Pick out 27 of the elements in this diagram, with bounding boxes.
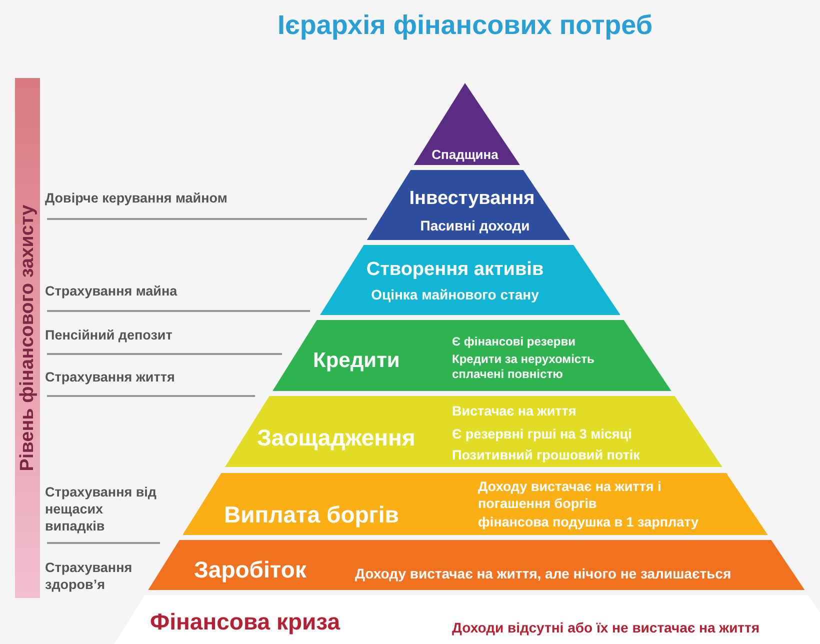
- tier-title: Інвестування: [409, 187, 535, 211]
- side-bar-label: Рівень фінансового захисту: [16, 204, 38, 472]
- side-label: Страхування життя: [45, 370, 175, 386]
- side-label: Страхування здоров’я: [45, 560, 134, 594]
- tier-title: Заробіток: [194, 556, 306, 584]
- tier-title: Кредити: [313, 348, 400, 374]
- side-label: Пенсійний депозит: [45, 328, 172, 344]
- tier-title: Фінансова криза: [150, 608, 340, 636]
- tier-description: фінансова подушка в 1 зарплату: [478, 514, 699, 532]
- tier-description: Доходи відсутні або їх не вистачає на життя: [452, 619, 760, 637]
- tier-title: Створення активів: [366, 258, 544, 282]
- tier-description: Доходу вистачає на життя, але нічого не залишається: [355, 565, 732, 583]
- side-label: Страхування від нещасих випадків: [45, 484, 158, 536]
- title: Ієрархія фінансових потреб: [278, 10, 652, 41]
- tier-title: Заощадження: [257, 424, 416, 452]
- tier-description: Є фінансові резерви: [452, 334, 576, 350]
- tier-description: Пасивні доходи: [420, 217, 530, 235]
- tier-description: Позитивний грошовий потік: [452, 448, 640, 464]
- tier-description: Вистачає на життя: [452, 404, 576, 420]
- tier-description: Оцінка майнового стану: [371, 286, 539, 304]
- tier-description: Кредити за нерухомість сплачені повністю: [452, 352, 596, 382]
- tier-title: Виплата боргів: [224, 500, 399, 530]
- side-bar: [15, 78, 40, 598]
- tier-description: Є резервні грші на 3 місяці: [452, 426, 632, 444]
- side-label: Довірче керування майном: [45, 190, 228, 208]
- side-label: Страхування майна: [45, 284, 178, 300]
- tier-title: Спадщина: [432, 146, 498, 164]
